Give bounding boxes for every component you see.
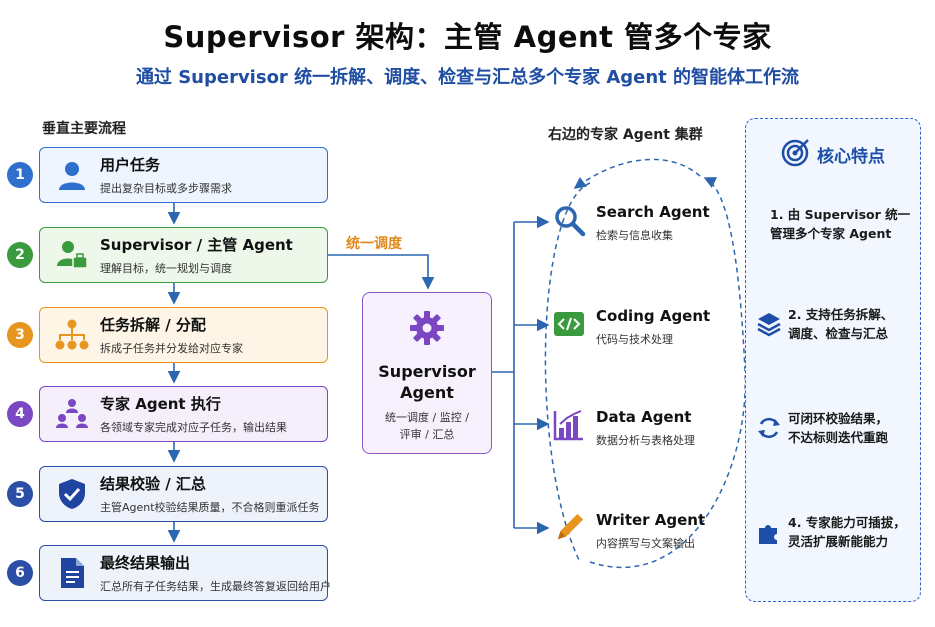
document-icon bbox=[52, 553, 92, 593]
step-title: 最终结果输出 bbox=[100, 554, 191, 572]
agent-name: Data Agent bbox=[596, 408, 692, 426]
agent-coding: Coding Agent 代码与技术处理 bbox=[552, 307, 710, 347]
feature-item: 2. 支持任务拆解、调度、检查与汇总 bbox=[754, 305, 918, 343]
agent-cluster-label: 右边的专家 Agent 集群 bbox=[548, 127, 703, 143]
bar-chart-icon bbox=[552, 408, 586, 442]
flow-step-1: 用户任务提出复杂目标或多步骤需求 bbox=[39, 147, 328, 203]
feature-line2: 灵活扩展新能能力 bbox=[788, 534, 889, 549]
agent-desc: 检索与信息收集 bbox=[596, 229, 673, 242]
code-icon bbox=[552, 307, 586, 341]
feedback-loop-left bbox=[544, 182, 591, 563]
team-icon bbox=[52, 394, 92, 434]
agent-name: Writer Agent bbox=[596, 511, 706, 529]
feature-item: 1. 由 Supervisor 统一管理多个专家 Agent bbox=[766, 205, 930, 243]
center-title-line1: Supervisor bbox=[378, 362, 476, 381]
step-number-badge: 2 bbox=[7, 242, 33, 268]
step-number-badge: 4 bbox=[7, 401, 33, 427]
center-sub-line1: 统一调度 / 监控 / bbox=[385, 411, 469, 424]
step-description: 汇总所有子任务结果，生成最终答复返回给用户 bbox=[100, 580, 331, 593]
step-title: 用户任务 bbox=[100, 156, 161, 174]
feedback-loop-top bbox=[573, 158, 701, 189]
step-title: 结果校验 / 汇总 bbox=[100, 475, 206, 493]
refresh-icon bbox=[754, 413, 784, 443]
agent-search: Search Agent 检索与信息收集 bbox=[552, 203, 710, 243]
manager-icon bbox=[52, 235, 92, 275]
agent-name: Coding Agent bbox=[596, 307, 711, 325]
feature-item: 可闭环校验结果， 不达标则迭代重跑 bbox=[754, 409, 918, 447]
page-subtitle: 通过 Supervisor 统一拆解、调度、检查与汇总多个专家 Agent 的智… bbox=[135, 67, 800, 88]
step-number-badge: 1 bbox=[7, 162, 33, 188]
search-icon bbox=[552, 203, 586, 237]
unified-dispatch-label: 统一调度 bbox=[346, 236, 402, 252]
main-flow-label: 垂直主要流程 bbox=[42, 121, 126, 137]
agent-desc: 内容撰写与文案输出 bbox=[596, 537, 695, 550]
flow-step-3: 任务拆解 / 分配拆成子任务并分发给对应专家 bbox=[39, 307, 328, 363]
step-title: 任务拆解 / 分配 bbox=[100, 316, 206, 334]
flow-step-4: 专家 Agent 执行各领域专家完成对应子任务，输出结果 bbox=[39, 386, 328, 442]
core-title-row: 核心特点 bbox=[746, 137, 920, 171]
feature-line1: 2. 支持任务拆解、 bbox=[788, 307, 894, 322]
page-title: Supervisor 架构：主管 Agent 管多个专家 bbox=[163, 20, 772, 54]
shield-check-icon bbox=[52, 474, 92, 514]
dispatch-arrow bbox=[328, 254, 435, 290]
center-title-line2: Agent bbox=[400, 383, 454, 402]
step-number-badge: 5 bbox=[7, 481, 33, 507]
feature-item: 4. 专家能力可插拔， 灵活扩展新能能力 bbox=[754, 513, 918, 551]
layers-icon bbox=[754, 309, 784, 339]
target-icon bbox=[781, 137, 811, 171]
feature-line1: 可闭环校验结果， bbox=[788, 411, 889, 426]
step-title: 专家 Agent 执行 bbox=[100, 395, 221, 413]
pencil-icon bbox=[552, 511, 586, 545]
agent-name: Search Agent bbox=[596, 203, 710, 221]
feature-line2: 不达标则迭代重跑 bbox=[788, 430, 889, 445]
core-features-panel: 核心特点 1. 由 Supervisor 统一管理多个专家 Agent 2. 支… bbox=[745, 118, 921, 602]
feature-line1: 4. 专家能力可插拔， bbox=[788, 515, 906, 530]
step-description: 提出复杂目标或多步骤需求 bbox=[100, 182, 232, 195]
user-icon bbox=[52, 155, 92, 195]
hierarchy-icon bbox=[52, 315, 92, 355]
step-number-badge: 6 bbox=[7, 560, 33, 586]
agent-writer: Writer Agent 内容撰写与文案输出 bbox=[552, 511, 705, 551]
flow-step-2: Supervisor / 主管 Agent 理解目标，统一规划与调度 bbox=[39, 227, 328, 283]
step-description: 主管Agent校验结果质量，不合格则重派任务 bbox=[100, 501, 320, 514]
center-sub-line2: 评审 / 汇总 bbox=[399, 428, 455, 441]
agent-desc: 数据分析与表格处理 bbox=[596, 434, 695, 447]
flow-step-6: 最终结果输出汇总所有子任务结果，生成最终答复返回给用户 bbox=[39, 545, 331, 601]
agent-data: Data Agent 数据分析与表格处理 bbox=[552, 408, 695, 448]
step-description: 拆成子任务并分发给对应专家 bbox=[100, 342, 243, 355]
step-title: Supervisor / 主管 Agent bbox=[100, 236, 293, 254]
feature-line2: 调度、检查与汇总 bbox=[788, 326, 889, 341]
step-description: 理解目标，统一规划与调度 bbox=[100, 262, 232, 275]
gear-icon bbox=[410, 311, 444, 345]
step-description: 各领域专家完成对应子任务，输出结果 bbox=[100, 421, 287, 434]
feature-line1: 1. 由 Supervisor 统一 bbox=[770, 207, 911, 222]
puzzle-icon bbox=[754, 517, 784, 547]
step-number-badge: 3 bbox=[7, 322, 33, 348]
core-title: 核心特点 bbox=[817, 146, 885, 167]
flow-step-5: 结果校验 / 汇总主管Agent校验结果质量，不合格则重派任务 bbox=[39, 466, 328, 522]
feature-line2: 管理多个专家 Agent bbox=[770, 226, 892, 241]
agent-desc: 代码与技术处理 bbox=[596, 333, 673, 346]
